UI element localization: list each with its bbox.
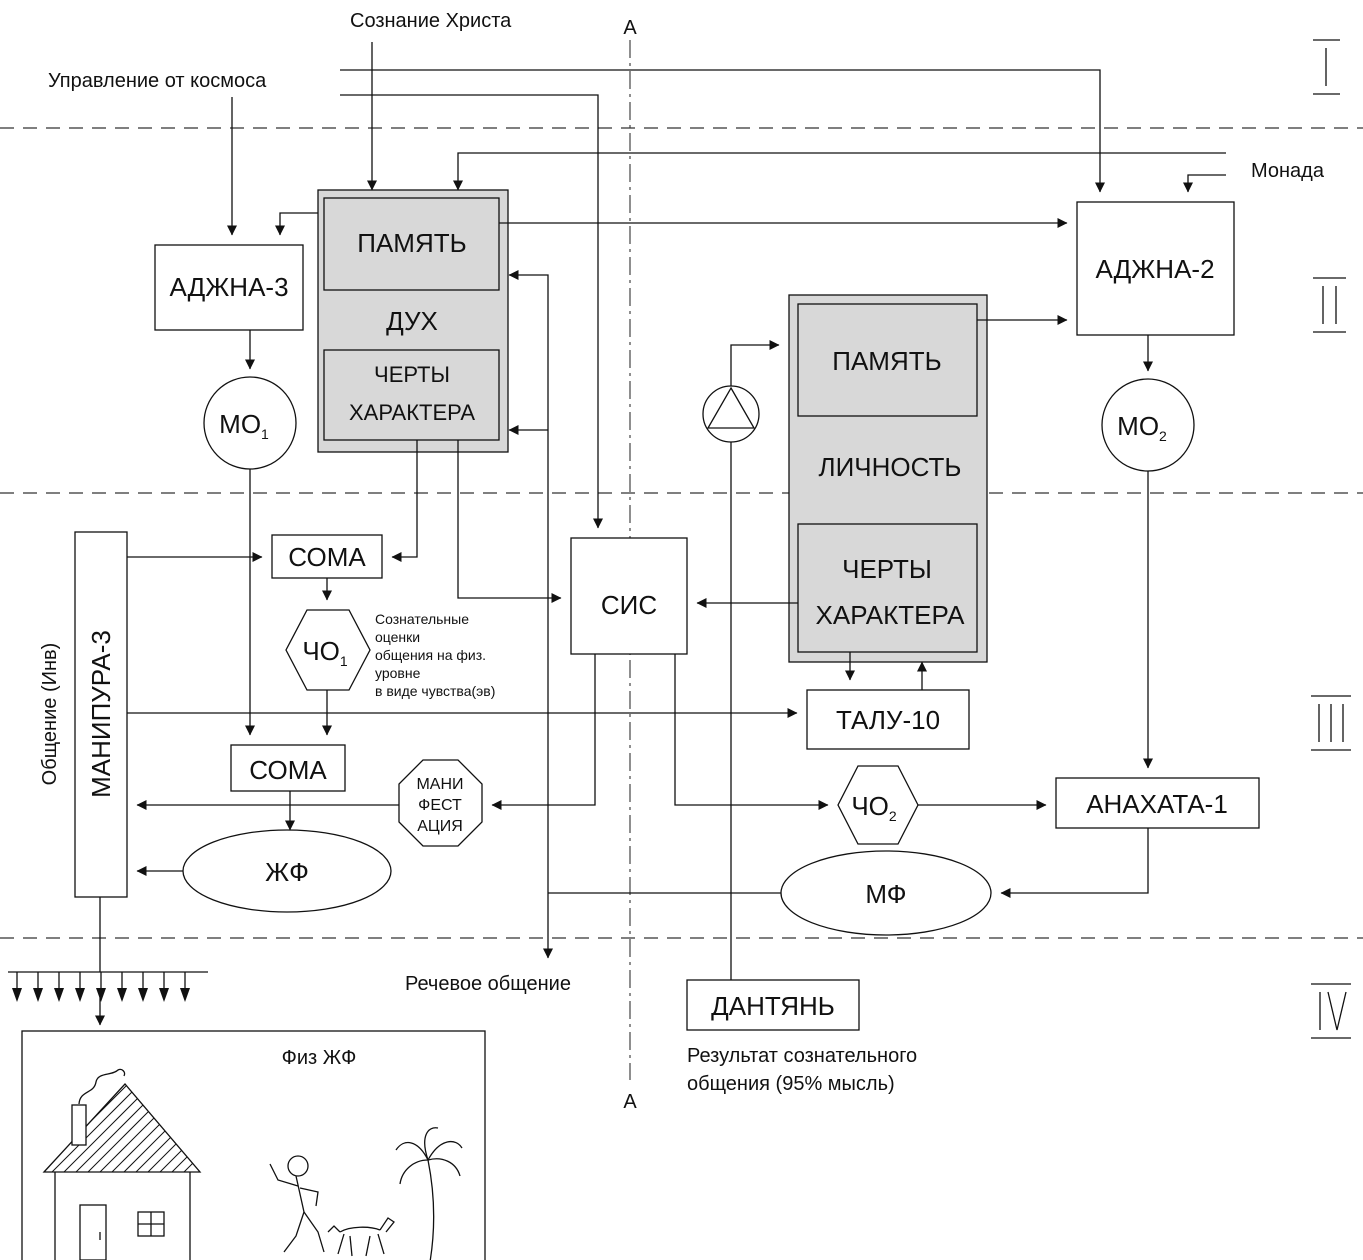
mf-label: МФ <box>865 879 906 909</box>
communication-label: Общение (Инв) <box>39 643 61 786</box>
personality-traits-label-1: ЧЕРТЫ <box>842 554 932 584</box>
sis-label: СИС <box>601 590 657 620</box>
physical-field-label: Физ ЖФ <box>282 1047 357 1069</box>
distribution-arrows <box>12 972 190 1002</box>
ajna-3-box <box>154 244 304 331</box>
cho-1-label: ЧО1 <box>302 636 348 669</box>
personality-traits-label-2: ХАРАКТЕРА <box>816 600 966 630</box>
down-arrow-icon <box>33 972 43 1002</box>
ajna-2-box <box>1076 201 1235 336</box>
manifestation-label-1: МАНИ <box>416 776 463 793</box>
conscious-evaluation-line-5: в виде чувства(эв) <box>375 683 495 699</box>
cosmos-control-label: Управление от космоса <box>48 70 267 92</box>
talu-10-box <box>806 689 970 750</box>
personality-label: ЛИЧНОСТЬ <box>819 452 962 482</box>
down-arrow-icon <box>138 972 148 1002</box>
personality-block: ПАМЯТЬ ЛИЧНОСТЬ ЧЕРТЫ ХАРАКТЕРА <box>788 294 988 663</box>
person-icon <box>269 1155 325 1253</box>
mo-1-label: МО1 <box>219 409 269 442</box>
dantyan-label: ДАНТЯНЬ <box>711 991 835 1021</box>
down-arrow-icon <box>159 972 169 1002</box>
cho-2-hexagon <box>837 765 919 845</box>
ajna-3-label: АДЖНА-3 <box>169 272 288 302</box>
down-arrow-icon <box>12 972 22 1002</box>
spirit-traits-label-2: ХАРАКТЕРА <box>349 400 475 425</box>
result-line-2: общения (95% мысль) <box>687 1073 895 1095</box>
speech-communication-label: Речевое общение <box>405 973 571 995</box>
down-arrow-icon <box>54 972 64 1002</box>
conscious-evaluation-line-3: общения на физ. <box>375 647 486 663</box>
zhf-label: ЖФ <box>265 857 309 887</box>
down-arrow-icon <box>180 972 190 1002</box>
cho-1-hexagon <box>285 609 371 691</box>
level-marker-3 <box>1311 695 1351 751</box>
down-arrow-icon <box>96 972 106 1002</box>
manifestation-octagon <box>398 759 483 847</box>
personality-traits-box <box>797 523 978 653</box>
axis-bottom-label: А <box>623 1091 637 1113</box>
anahata-1-label: АНАХАТА-1 <box>1086 789 1228 819</box>
sis-box <box>570 537 688 655</box>
cho-2-label: ЧО2 <box>851 791 897 824</box>
manifestation-label-3: АЦИЯ <box>417 818 463 835</box>
pump-circle-icon <box>702 385 760 443</box>
manifestation-label-2: ФЕСТ <box>418 797 462 814</box>
personality-memory-box <box>797 303 978 417</box>
dog-icon <box>327 1217 395 1257</box>
spirit-label: ДУХ <box>386 306 438 336</box>
result-line-1: Результат сознательного <box>687 1045 917 1067</box>
soma-top-box <box>271 534 383 579</box>
mo-2-label: МО2 <box>1117 411 1167 444</box>
spirit-traits-box <box>323 349 500 441</box>
soma-bottom-label: СОМА <box>249 755 327 785</box>
soma-top-label: СОМА <box>288 542 366 572</box>
spirit-block: ПАМЯТЬ ДУХ ЧЕРТЫ ХАРАКТЕРА <box>317 189 509 453</box>
spirit-memory-label: ПАМЯТЬ <box>357 228 466 258</box>
down-arrow-icon <box>75 972 85 1002</box>
christ-consciousness-label: Сознание Христа <box>350 10 512 32</box>
manipura-3-label: МАНИПУРА-3 <box>86 630 116 798</box>
monad-label: Монада <box>1251 160 1325 182</box>
level-separators <box>0 127 1363 939</box>
conscious-evaluation-line-1: Сознательные <box>375 611 469 627</box>
spirit-memory-box <box>323 197 500 291</box>
dantyan-box <box>686 979 860 1031</box>
conscious-evaluation-line-2: оценки <box>375 629 420 645</box>
spirit-traits-label-1: ЧЕРТЫ <box>374 362 450 387</box>
level-marker-2 <box>1313 277 1346 333</box>
down-arrow-icon <box>117 972 127 1002</box>
talu-10-label: ТАЛУ-10 <box>836 705 940 735</box>
personality-memory-label: ПАМЯТЬ <box>832 346 941 376</box>
level-marker-4 <box>1311 983 1351 1039</box>
level-marker-1 <box>1313 39 1340 95</box>
axis-top-label: А <box>623 17 637 39</box>
anahata-1-box <box>1055 777 1260 829</box>
soma-bottom-box <box>230 744 346 792</box>
conscious-evaluation-line-4: уровне <box>375 665 421 681</box>
palm-tree-icon <box>395 1127 463 1260</box>
ajna-2-label: АДЖНА-2 <box>1095 254 1214 284</box>
manipura-3-box <box>74 531 128 898</box>
